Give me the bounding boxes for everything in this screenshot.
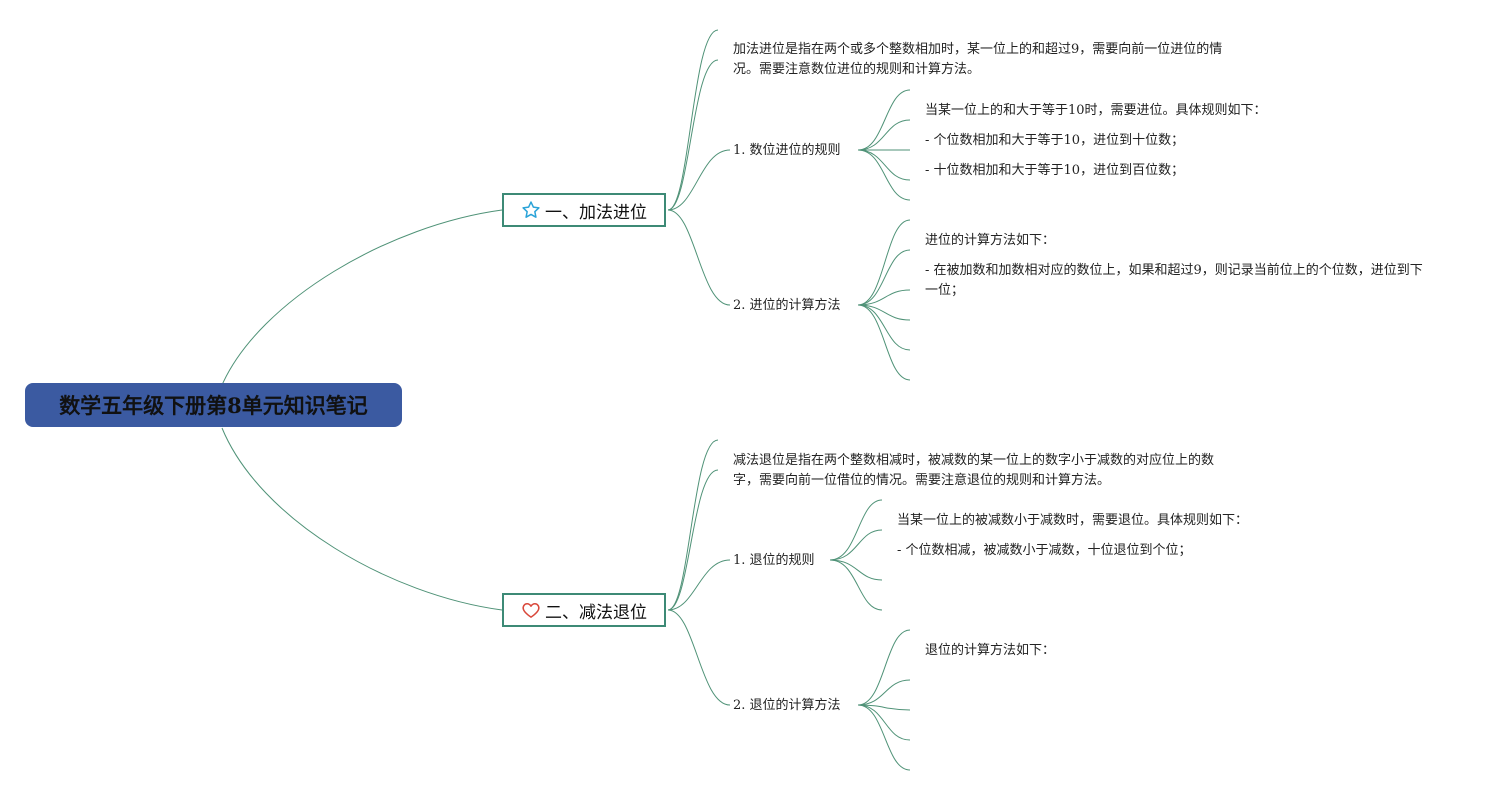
list-item[interactable]: - 在被加数和加数相对应的数位上，如果和超过9，则记录当前位上的个位数，进位到下… bbox=[925, 263, 1423, 298]
subtopic-label[interactable]: 1. 退位的规则 bbox=[733, 553, 815, 568]
branch-label: 二、减法退位 bbox=[545, 602, 647, 623]
branch-addition-carry[interactable]: 一、加法进位 bbox=[502, 193, 666, 227]
list-item[interactable]: 当某一位上的被减数小于减数时，需要退位。具体规则如下： bbox=[897, 513, 1249, 528]
root-topic[interactable]: 数学五年级下册第8单元知识笔记 bbox=[25, 383, 402, 427]
branch-intro[interactable]: 加法进位是指在两个或多个整数相加时，某一位上的和超过9，需要向前一位进位的情况。… bbox=[733, 42, 1223, 77]
root-title: 数学五年级下册第8单元知识笔记 bbox=[59, 393, 368, 418]
list-item[interactable]: 进位的计算方法如下： bbox=[925, 233, 1056, 248]
list-item[interactable]: - 个位数相减，被减数小于减数，十位退位到个位； bbox=[897, 543, 1192, 558]
star-icon bbox=[521, 200, 541, 220]
subtopic-label[interactable]: 2. 退位的计算方法 bbox=[733, 698, 841, 713]
branch-intro[interactable]: 减法退位是指在两个整数相减时，被减数的某一位上的数字小于减数的对应位上的数字，需… bbox=[733, 453, 1215, 488]
branch-label: 一、加法进位 bbox=[545, 202, 647, 223]
list-item[interactable]: 当某一位上的和大于等于10时，需要进位。具体规则如下： bbox=[925, 103, 1267, 118]
list-item[interactable]: - 个位数相加和大于等于10，进位到十位数； bbox=[925, 133, 1185, 148]
heart-icon bbox=[521, 600, 541, 620]
list-item[interactable]: 退位的计算方法如下： bbox=[925, 643, 1056, 658]
list-item[interactable]: - 十位数相加和大于等于10，进位到百位数； bbox=[925, 163, 1185, 178]
subtopic-label[interactable]: 2. 进位的计算方法 bbox=[733, 298, 841, 313]
subtopic-label[interactable]: 1. 数位进位的规则 bbox=[733, 143, 841, 158]
branch-subtraction-borrow[interactable]: 二、减法退位 bbox=[502, 593, 666, 627]
